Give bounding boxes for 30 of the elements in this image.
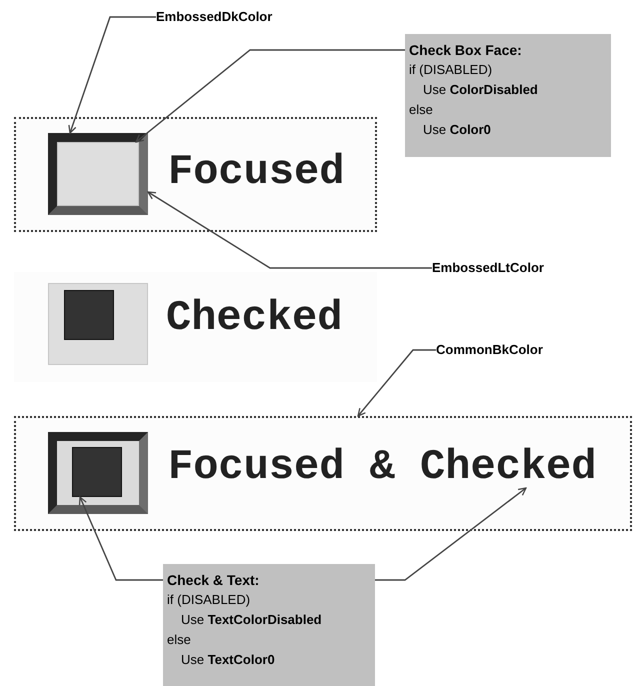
callout-text: else <box>409 101 433 119</box>
callout-box <box>405 34 611 157</box>
state-label: Focused <box>168 151 344 193</box>
callout-text: if (DISABLED) <box>409 61 492 79</box>
focus-rectangle <box>14 117 377 232</box>
callout-heading: Check Box Face: <box>409 41 522 60</box>
checkbox-face <box>57 142 139 206</box>
callout-text: Use ColorDisabled <box>422 81 538 99</box>
callout-heading: Check & Text: <box>167 571 260 590</box>
leader-line <box>375 487 527 581</box>
leader-line <box>135 49 405 143</box>
callout-text: Use TextColorDisabled <box>180 611 322 629</box>
color-name-label: CommonBkColor <box>436 340 576 360</box>
check-mark <box>72 447 122 497</box>
leader-line <box>68 16 156 134</box>
leader-line <box>147 191 432 269</box>
checkbox <box>48 133 148 215</box>
checkbox <box>48 432 148 514</box>
state-label: Checked <box>166 297 342 339</box>
leader-line <box>78 496 163 581</box>
callout-text: else <box>167 631 191 649</box>
callout-box <box>163 564 375 686</box>
color-name-label: EmbossedDkColor <box>156 7 306 27</box>
color-name-label: EmbossedLtColor <box>432 258 582 278</box>
callout-text: Use Color0 <box>422 121 491 139</box>
focus-rectangle <box>14 416 632 531</box>
state-label: Focused & Checked <box>168 446 602 488</box>
callout-text: if (DISABLED) <box>167 591 250 609</box>
leader-line <box>357 349 436 417</box>
callout-text: Use TextColor0 <box>180 651 275 669</box>
